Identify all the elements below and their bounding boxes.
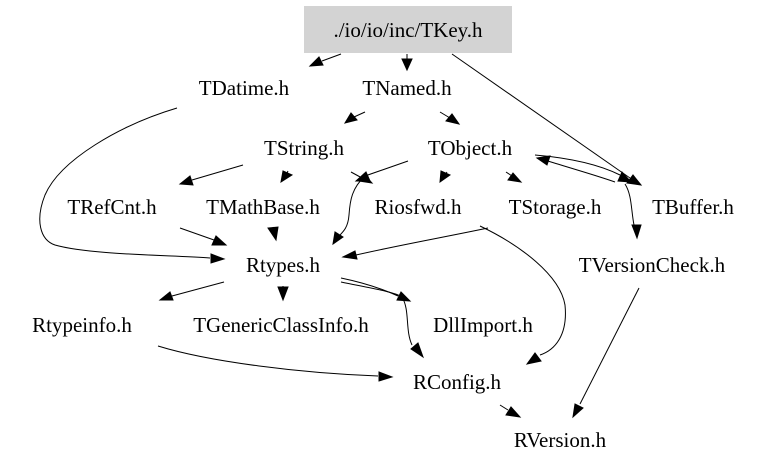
arrowhead-icon: [354, 171, 371, 182]
node-tnamed[interactable]: TNamed.h: [362, 76, 452, 100]
arrowhead-icon: [178, 175, 194, 186]
arrowhead-icon: [378, 371, 394, 382]
edge-tkey-tdatime: [321, 53, 342, 62]
node-tbuffer[interactable]: TBuffer.h: [652, 195, 734, 219]
root-node-box: [304, 6, 512, 53]
arrowhead-icon: [507, 172, 523, 183]
edge-rtypes-dllimport: [340, 277, 399, 297]
arrowhead-icon: [280, 170, 294, 184]
arrowhead-icon: [617, 171, 633, 183]
edge-tobject-tbuffer: [534, 154, 621, 176]
edge-tobject-rtypes: [337, 160, 409, 238]
edge-tstorage-rtypes: [355, 227, 489, 256]
node-trefcnt[interactable]: TRefCnt.h: [67, 195, 157, 219]
arrowhead-icon: [277, 286, 289, 302]
node-tmathbase[interactable]: TMathBase.h: [206, 195, 320, 219]
node-tdatime[interactable]: TDatime.h: [199, 76, 290, 100]
arrowhead-icon: [343, 112, 358, 124]
edges: [39, 53, 643, 419]
edge-tnamed-tstring: [353, 111, 366, 118]
node-rconfig[interactable]: RConfig.h: [413, 370, 502, 394]
arrowhead-icon: [410, 342, 424, 359]
edge-tdatime-rtypes: [39, 107, 211, 259]
arrowhead-icon: [401, 58, 413, 72]
edge-tkey-tbuffer: [451, 53, 631, 179]
arrowhead-icon: [158, 291, 174, 301]
node-riosfwd[interactable]: Riosfwd.h: [375, 195, 462, 219]
node-tgenericclassinfo[interactable]: TGenericClassInfo.h: [193, 313, 369, 337]
node-tkey[interactable]: ./io/io/inc/TKey.h: [333, 18, 483, 42]
edge-tnamed-tobject: [439, 111, 451, 119]
node-tstorage[interactable]: TStorage.h: [509, 195, 602, 219]
edge-rtypes-rtypeinfo: [171, 281, 225, 297]
arrowhead-icon: [308, 56, 324, 67]
arrowhead-icon: [525, 352, 542, 365]
edge-tversioncheck-rversion: [579, 287, 640, 405]
arrowhead-icon: [211, 235, 228, 246]
arrowhead-icon: [626, 174, 643, 186]
arrowhead-icon: [210, 253, 226, 264]
node-labels: ./io/io/inc/TKey.h TDatime.h TNamed.h TS…: [32, 18, 734, 452]
edge-rtypes-rconfig: [340, 281, 413, 346]
edge-rtypeinfo-rconfig: [157, 345, 379, 377]
arrowhead-icon: [535, 155, 551, 166]
node-tstring[interactable]: TString.h: [264, 136, 344, 160]
arrowhead-icon: [439, 170, 452, 184]
arrowhead-icon: [332, 231, 344, 246]
arrowhead-icon: [505, 406, 522, 418]
node-dllimport[interactable]: DllImport.h: [433, 313, 533, 337]
arrowhead-icon: [445, 113, 461, 125]
node-rtypeinfo[interactable]: Rtypeinfo.h: [32, 313, 132, 337]
node-tobject[interactable]: TObject.h: [428, 136, 513, 160]
edge-rconfig-rversion: [499, 404, 509, 411]
arrowhead-icon: [631, 224, 642, 240]
node-rtypes[interactable]: Rtypes.h: [246, 253, 321, 277]
arrowhead-icon: [341, 250, 358, 260]
edge-tstorage-rconfig: [479, 225, 566, 356]
edge-tbuffer-tobject: [547, 160, 616, 183]
arrowhead-icon: [267, 226, 279, 242]
edge-tstring-trefcnt: [191, 164, 244, 181]
node-tversioncheck[interactable]: TVersionCheck.h: [579, 253, 726, 277]
edge-trefcnt-rtypes: [179, 227, 215, 241]
edge-tobject-tversioncheck: [624, 183, 635, 226]
arrowhead-icon: [572, 403, 584, 419]
node-rversion[interactable]: RVersion.h: [514, 428, 607, 452]
